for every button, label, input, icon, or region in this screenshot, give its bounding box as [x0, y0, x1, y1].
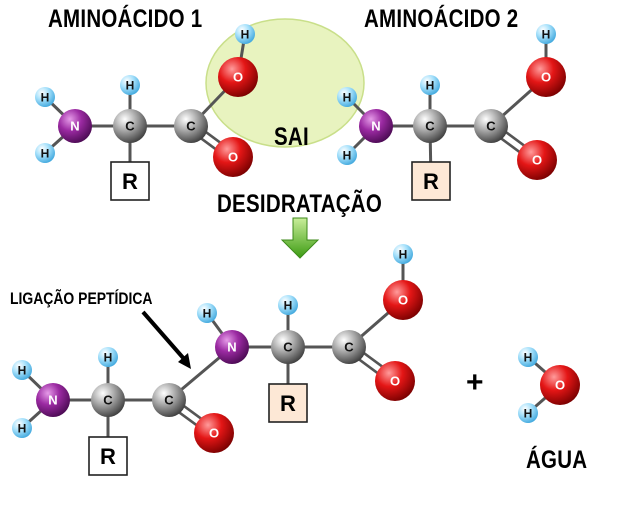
r-group-box	[411, 161, 451, 201]
hydrogen-atom	[98, 347, 118, 367]
atom-letter: N	[371, 119, 380, 134]
carbon-atom	[271, 330, 305, 364]
hydrogen-atom	[337, 87, 357, 107]
carbon-atom	[332, 330, 366, 364]
atom-letter: N	[70, 119, 79, 134]
atom-letter: C	[425, 119, 435, 134]
removed-group-highlight	[205, 18, 365, 148]
nitrogen-atom	[215, 330, 249, 364]
hydrogen-atom	[197, 303, 217, 323]
hydrogen-atom	[278, 295, 298, 315]
atom-letter: O	[390, 374, 400, 389]
hydrogen-atom	[420, 75, 440, 95]
atom-letter: C	[103, 393, 113, 408]
atom-letter: O	[209, 426, 219, 441]
atom-letter: H	[524, 350, 533, 364]
nitrogen-atom	[36, 383, 70, 417]
atom-letter: N	[48, 393, 57, 408]
atom-letter: H	[426, 78, 435, 92]
peptide-bond-label: LIGAÇÃO PEPTÍDICA	[10, 289, 153, 308]
atom-letter: H	[104, 350, 113, 364]
oxygen-atom	[383, 280, 423, 320]
carbon-atom	[91, 383, 125, 417]
atom-letter: H	[203, 306, 212, 320]
oxygen-atom	[194, 413, 234, 453]
oxygen-atom	[526, 57, 566, 97]
r-group-letter: R	[122, 169, 138, 194]
atom-letter: O	[228, 150, 238, 165]
atom-letter: O	[233, 70, 243, 85]
nitrogen-atom	[359, 109, 393, 143]
oxygen-atom	[540, 365, 580, 405]
hydrogen-atom	[518, 347, 538, 367]
oxygen-atom	[375, 361, 415, 401]
amino-acid-2-title: AMINOÁCIDO 2	[364, 5, 519, 33]
atom-letter: O	[532, 153, 542, 168]
atom-letter: H	[399, 247, 408, 261]
carbon-atom	[474, 109, 508, 143]
atom-letter: C	[164, 393, 174, 408]
r-group-letter: R	[423, 169, 439, 194]
atom-letter: N	[227, 340, 236, 355]
peptide-bond-pointer	[141, 310, 187, 362]
atom-letter: H	[241, 27, 250, 41]
dehydration-label: DESIDRATAÇÃO	[217, 190, 383, 218]
atom-letter: H	[18, 363, 27, 377]
r-group-box	[88, 436, 128, 476]
hydrogen-atom	[393, 244, 413, 264]
atom-letter: C	[125, 119, 135, 134]
carbon-atom	[413, 109, 447, 143]
amino-acid-1-title: AMINOÁCIDO 1	[48, 5, 203, 33]
hydrogen-atom	[536, 24, 556, 44]
hydrogen-atom	[518, 403, 538, 423]
hydrogen-atom	[12, 360, 32, 380]
pointer-arrowhead-icon	[178, 353, 191, 369]
oxygen-atom	[218, 57, 258, 97]
atom-letter: H	[284, 298, 293, 312]
oxygen-atom	[517, 140, 557, 180]
atom-letter: O	[555, 378, 565, 393]
hydrogen-atom	[35, 143, 55, 163]
r-group-box	[110, 161, 150, 201]
hydrogen-atom	[35, 87, 55, 107]
atom-letter: H	[126, 78, 135, 92]
atom-letter: H	[41, 90, 50, 104]
atom-letter: H	[343, 148, 352, 162]
atom-letter: O	[398, 293, 408, 308]
hydrogen-atom	[235, 24, 255, 44]
r-group-letter: R	[100, 444, 116, 469]
atoms-layer: H H N C H C O H O R H H N C H C O H O R H H N C H R C O N H C H R C O H O O H H	[12, 24, 580, 476]
plus-sign: +	[466, 366, 484, 399]
hydrogen-atom	[12, 418, 32, 438]
water-label: ÁGUA	[526, 446, 588, 474]
atom-letter: C	[283, 340, 293, 355]
oxygen-atom	[213, 137, 253, 177]
carbon-atom	[152, 383, 186, 417]
down-arrow-icon	[280, 217, 320, 259]
carbon-atom	[113, 109, 147, 143]
nitrogen-atom	[58, 109, 92, 143]
atom-letter: H	[542, 27, 551, 41]
atom-letter: H	[41, 146, 50, 160]
hydrogen-atom	[337, 145, 357, 165]
r-group-box	[268, 383, 308, 423]
sai-label: SAI	[274, 123, 309, 151]
r-group-letter: R	[280, 391, 296, 416]
atom-letter: H	[343, 90, 352, 104]
atom-letter: H	[18, 421, 27, 435]
atom-letter: H	[524, 406, 533, 420]
atom-letter: O	[541, 70, 551, 85]
hydrogen-atom	[120, 75, 140, 95]
atom-letter: C	[344, 340, 354, 355]
carbon-atom	[174, 109, 208, 143]
atom-letter: C	[486, 119, 496, 134]
atom-letter: C	[186, 119, 196, 134]
